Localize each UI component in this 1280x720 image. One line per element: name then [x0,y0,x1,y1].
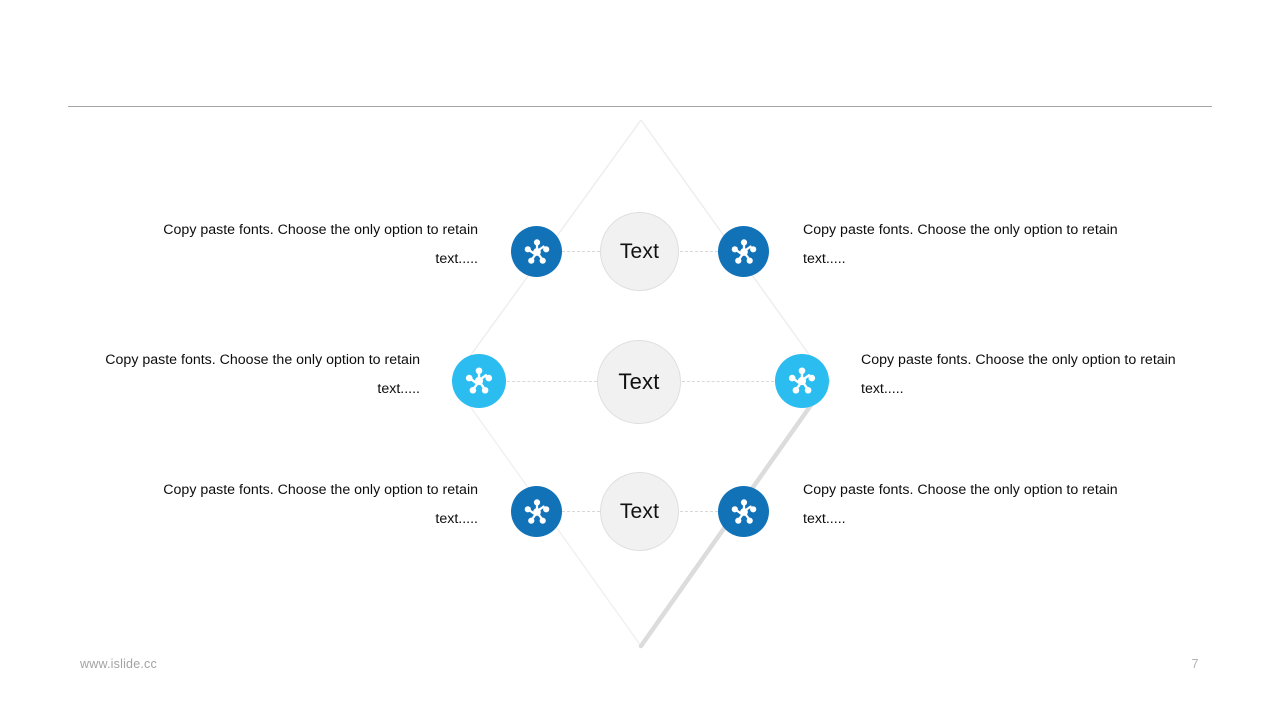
hub-icon-row3-left[interactable] [511,486,562,537]
description-row2-right: Copy paste fonts. Choose the only option… [861,352,1176,397]
hub-network-icon [465,367,493,394]
connector-row1-left [562,251,600,252]
center-node-row3[interactable]: Text [600,472,679,551]
hub-network-icon [788,367,816,394]
hub-network-icon [731,498,756,524]
center-node-row1[interactable]: Text [600,212,679,291]
description-row1-right: Copy paste fonts. Choose the only option… [803,222,1118,267]
hub-icon-row3-right[interactable] [718,486,769,537]
header-divider [68,106,1212,107]
hub-network-icon [731,238,756,264]
hub-network-icon [524,238,549,264]
hub-icon-row2-right[interactable] [775,354,829,408]
description-row2-left: Copy paste fonts. Choose the only option… [105,352,420,397]
center-node-label: Text [619,239,660,263]
hub-network-icon [524,498,549,524]
hub-icon-row1-right[interactable] [718,226,769,277]
description-row3-left: Copy paste fonts. Choose the only option… [163,482,478,527]
description-row1-left: Copy paste fonts. Choose the only option… [163,222,478,267]
center-node-label: Text [618,369,660,394]
center-node-row2[interactable]: Text [597,340,681,424]
description-row3-right: Copy paste fonts. Choose the only option… [803,482,1118,527]
footer-url[interactable]: www.islide.cc [80,657,157,671]
connector-row3-left [562,511,600,512]
center-node-label: Text [619,499,660,523]
page-number: 7 [1191,657,1199,671]
hub-icon-row2-left[interactable] [452,354,506,408]
connector-row3-right [680,511,718,512]
connector-row1-right [680,251,718,252]
connector-row2-right [682,381,774,382]
hub-icon-row1-left[interactable] [511,226,562,277]
connector-row2-left [507,381,597,382]
